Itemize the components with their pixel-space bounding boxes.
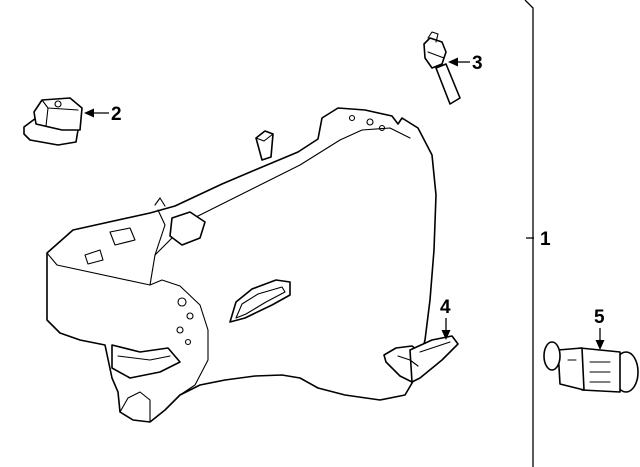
callout-label-3: 3	[472, 53, 483, 74]
callout-label-4: 4	[440, 297, 451, 318]
arrow-left-icon	[84, 108, 94, 118]
bumper-stop-icon	[23, 97, 83, 146]
arrow-down-icon	[441, 330, 451, 340]
callout-2: 2	[84, 104, 122, 125]
callout-label-2: 2	[111, 104, 122, 125]
callout-label-5: 5	[594, 307, 605, 328]
callout-label-1: 1	[540, 229, 551, 250]
callout-3: 3	[448, 53, 483, 74]
callout-1: 1	[526, 229, 551, 250]
glove-box-assembly-icon	[46, 107, 437, 423]
latch-striker-icon	[383, 335, 459, 383]
callout-5: 5	[594, 307, 605, 350]
lock-cylinder-icon	[543, 341, 639, 393]
arrow-left-icon	[448, 57, 458, 67]
damper-strut-icon	[423, 31, 461, 105]
callout-4: 4	[440, 297, 451, 340]
assembly-frame	[524, 0, 534, 467]
arrow-down-icon	[595, 340, 605, 350]
